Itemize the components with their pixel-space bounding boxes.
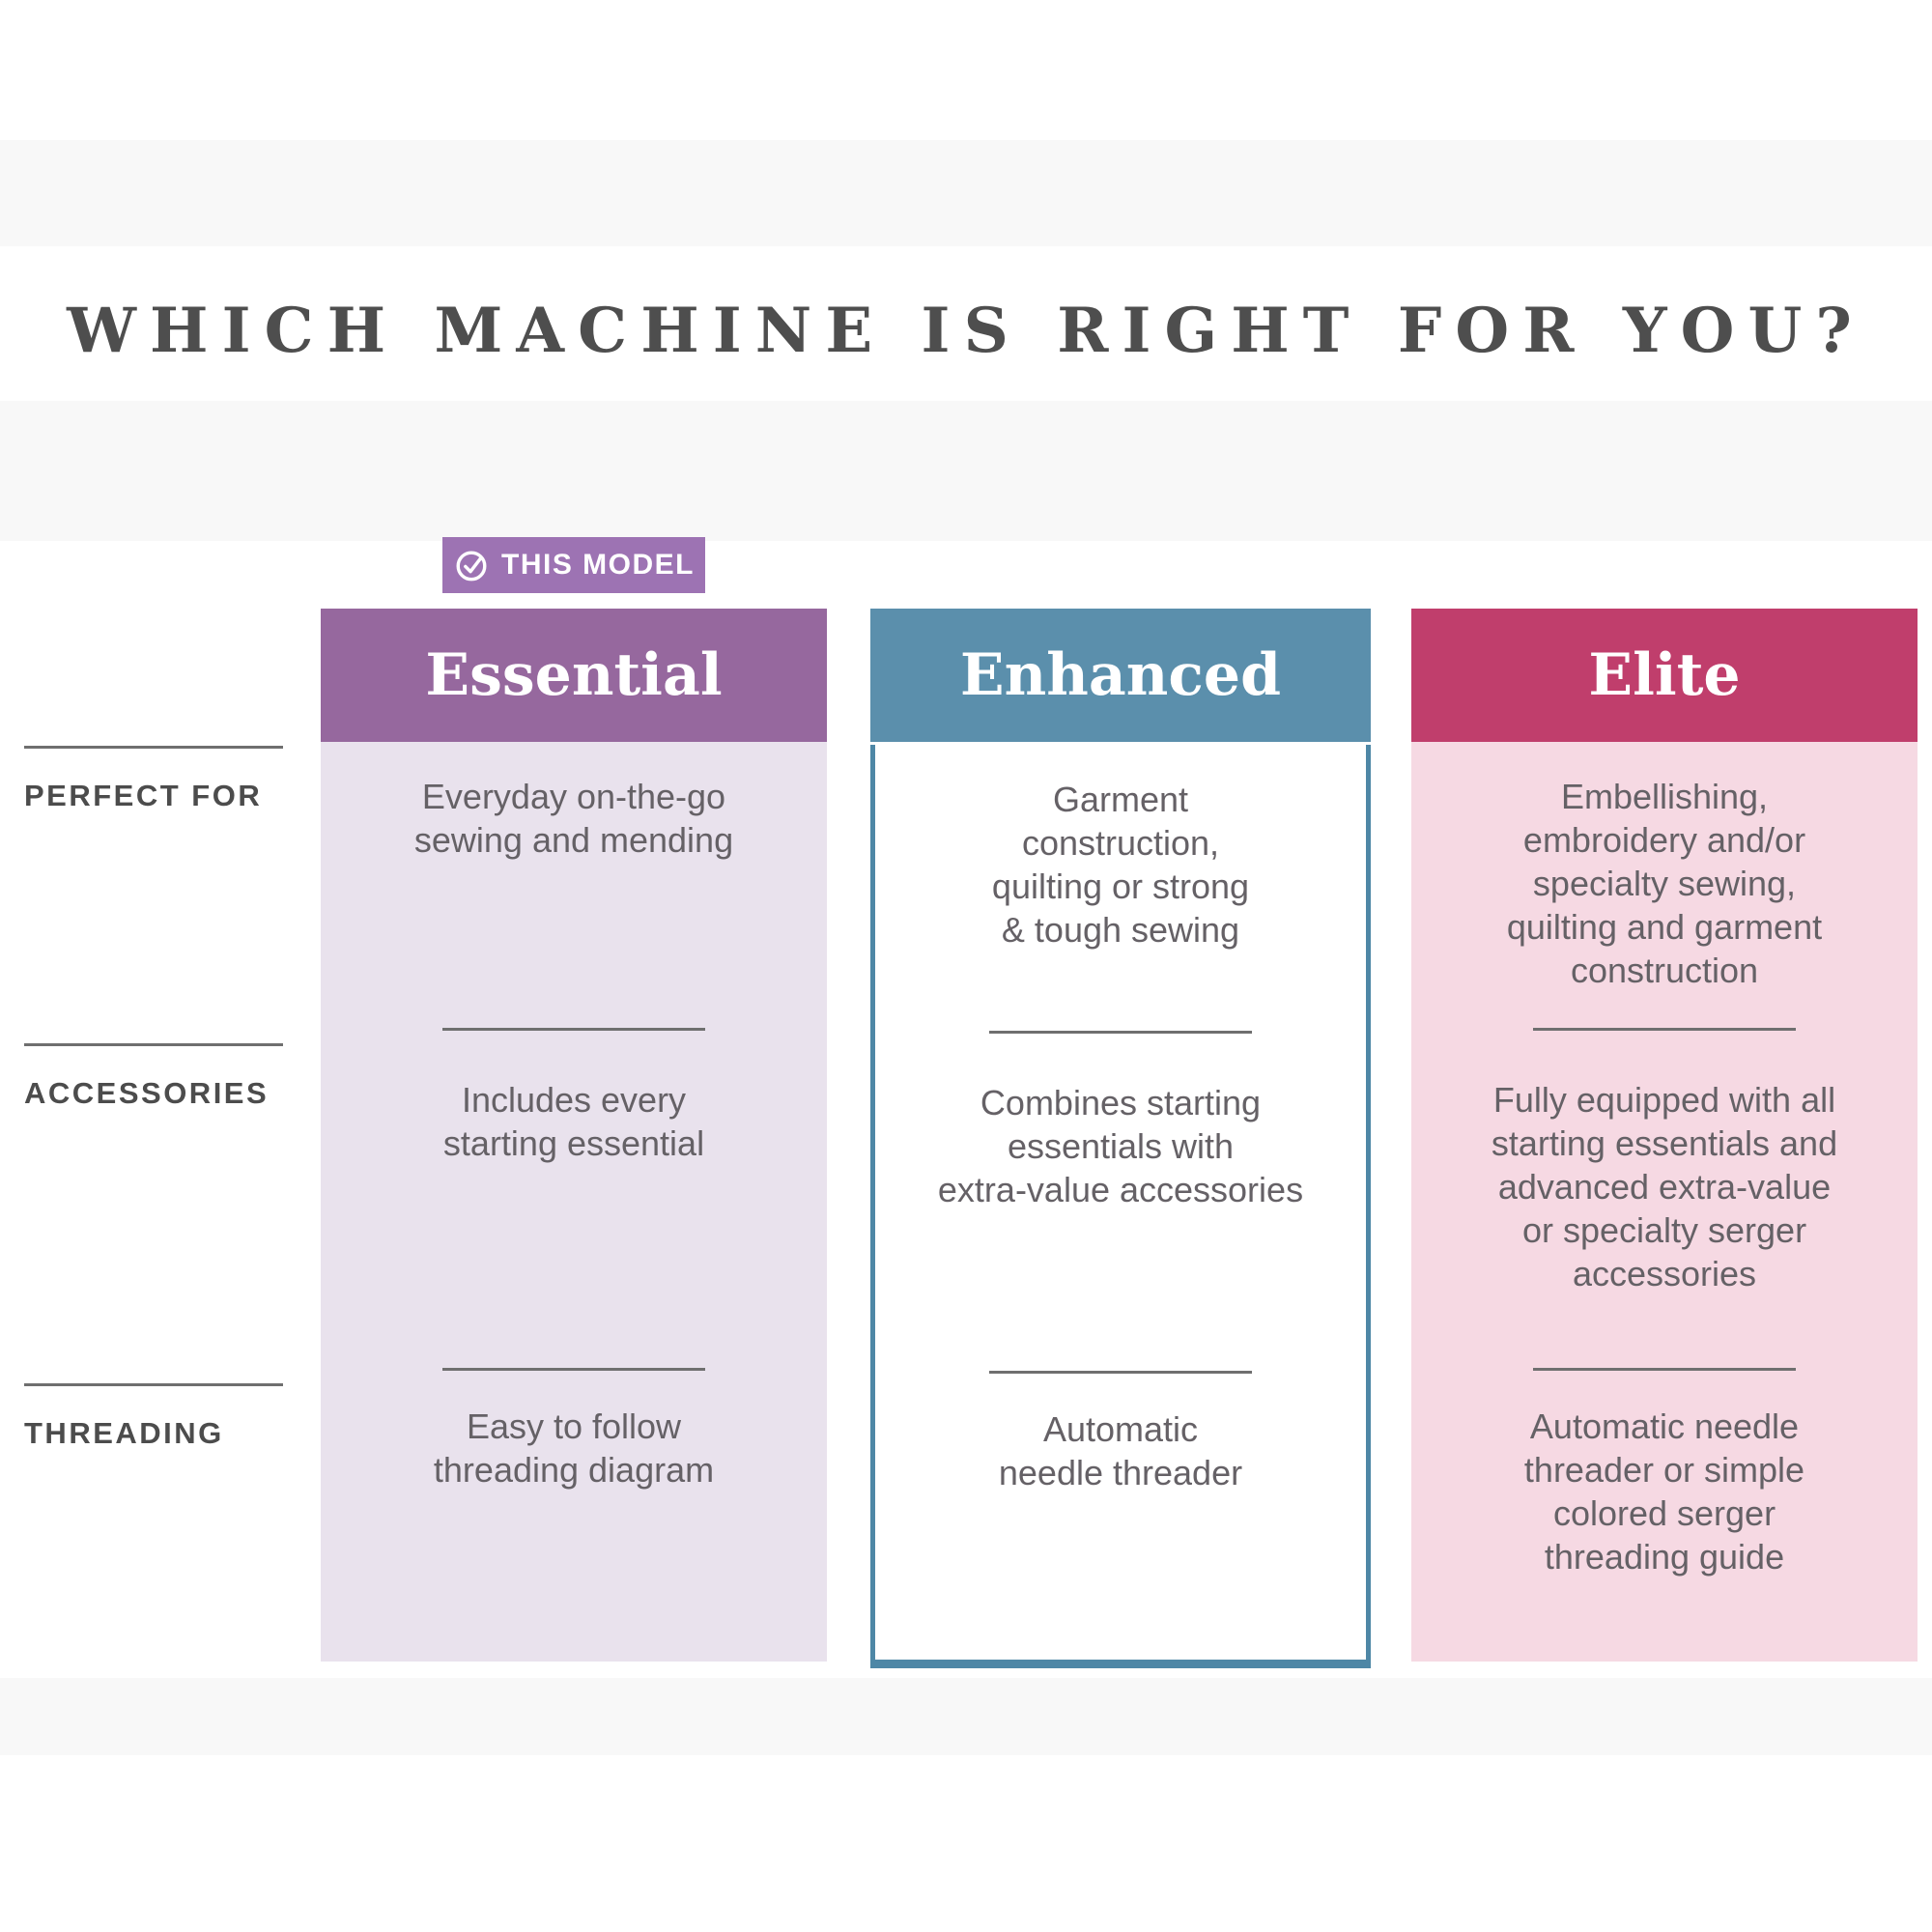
column-essential-header: Essential <box>321 609 827 742</box>
row-divider-perfect-for <box>24 746 283 749</box>
enhanced-threading-cell: Automatic needle threader <box>998 1409 1243 1492</box>
this-model-badge-label: THIS MODEL <box>501 549 695 581</box>
background-band-top <box>0 140 1932 246</box>
enhanced-cell-divider <box>989 1371 1252 1374</box>
elite-cell-divider <box>1533 1028 1796 1031</box>
check-circle-icon <box>453 547 490 583</box>
essential-accessories-cell: Includes every starting essential <box>442 1080 705 1163</box>
elite-cell-divider <box>1533 1368 1796 1371</box>
column-elite-body: Embellishing, embroidery and/or specialt… <box>1411 742 1918 1662</box>
row-label-perfect-for: PERFECT FOR <box>24 779 263 812</box>
enhanced-cell-divider <box>989 1031 1252 1034</box>
enhanced-perfect-for-cell: Garment construction, quilting or strong… <box>991 780 1250 950</box>
column-enhanced-body: Garment construction, quilting or strong… <box>870 745 1371 1668</box>
elite-accessories-cell: Fully equipped with all starting essenti… <box>1491 1080 1838 1293</box>
essential-threading-cell: Easy to follow threading diagram <box>433 1406 715 1490</box>
row-label-threading: THREADING <box>24 1416 224 1450</box>
title-band <box>0 246 1932 401</box>
essential-cell-divider <box>442 1368 705 1371</box>
row-divider-accessories <box>24 1043 283 1046</box>
essential-cell-divider <box>442 1028 705 1031</box>
column-elite-header: Elite <box>1411 609 1918 742</box>
page-title: WHICH MACHINE IS RIGHT FOR YOU? <box>67 295 1865 367</box>
elite-threading-cell: Automatic needle threader or simple colo… <box>1523 1406 1805 1577</box>
column-enhanced: Enhanced Garment construction, quilting … <box>870 609 1371 1668</box>
this-model-badge: THIS MODEL <box>442 537 705 593</box>
essential-perfect-for-cell: Everyday on-the-go sewing and mending <box>413 777 734 860</box>
row-label-accessories: ACCESSORIES <box>24 1076 270 1110</box>
column-elite: Elite Embellishing, embroidery and/or sp… <box>1411 609 1918 1662</box>
background-band-under-title <box>0 401 1932 541</box>
column-essential-body: Everyday on-the-go sewing and mending In… <box>321 742 827 1662</box>
elite-perfect-for-cell: Embellishing, embroidery and/or specialt… <box>1506 777 1823 990</box>
column-enhanced-header: Enhanced <box>870 609 1371 742</box>
enhanced-accessories-cell: Combines starting essentials with extra-… <box>937 1083 1304 1209</box>
background-band-bottom <box>0 1678 1932 1755</box>
row-divider-threading <box>24 1383 283 1386</box>
column-essential: Essential Everyday on-the-go sewing and … <box>321 609 827 1662</box>
